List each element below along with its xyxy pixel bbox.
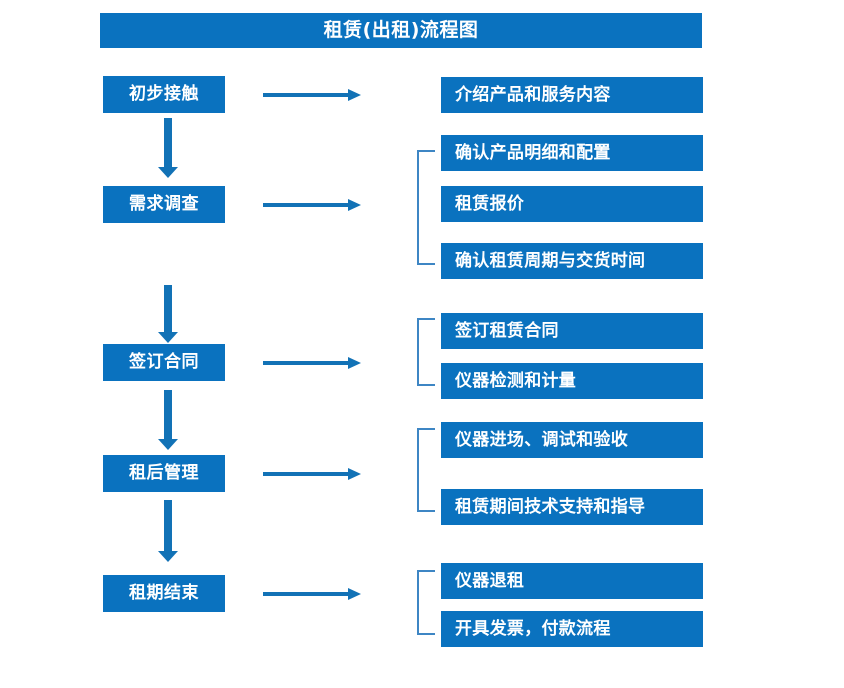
detail-box-5-1[interactable]: 仪器退租	[441, 563, 703, 599]
flow-arrow-right-2	[263, 198, 361, 212]
group-bracket-5	[417, 570, 435, 635]
stage-label-2: 需求调查	[129, 194, 199, 214]
arrow-shaft	[263, 93, 348, 97]
flow-arrow-right-1	[263, 88, 361, 102]
detail-box-3-2[interactable]: 仪器检测和计量	[441, 363, 703, 399]
detail-box-5-2[interactable]: 开具发票，付款流程	[441, 611, 703, 647]
stage-label-4: 租后管理	[129, 463, 199, 483]
flow-arrow-right-3	[263, 356, 361, 370]
detail-box-2-2[interactable]: 租赁报价	[441, 186, 703, 222]
arrow-head-icon	[158, 551, 178, 562]
arrow-head-icon	[348, 468, 361, 480]
stage-box-2[interactable]: 需求调查	[103, 186, 225, 223]
diagram-title-bar: 租赁(出租)流程图	[100, 13, 702, 48]
arrow-head-icon	[158, 167, 178, 178]
arrow-shaft	[164, 500, 172, 551]
detail-box-2-3[interactable]: 确认租赁周期与交货时间	[441, 243, 703, 279]
detail-label-2-3: 确认租赁周期与交货时间	[455, 250, 646, 271]
arrow-shaft	[164, 285, 172, 332]
detail-label-4-1: 仪器进场、调试和验收	[455, 429, 628, 450]
arrow-head-icon	[158, 332, 178, 343]
detail-box-4-1[interactable]: 仪器进场、调试和验收	[441, 422, 703, 458]
arrow-head-icon	[348, 89, 361, 101]
detail-label-3-1: 签订租赁合同	[455, 320, 559, 341]
stage-label-5: 租期结束	[129, 583, 199, 603]
arrow-shaft	[164, 390, 172, 439]
arrow-shaft	[263, 592, 348, 596]
flow-arrow-right-5	[263, 587, 361, 601]
arrow-shaft	[263, 472, 348, 476]
detail-label-2-2: 租赁报价	[455, 193, 525, 214]
detail-label-3-2: 仪器检测和计量	[455, 370, 577, 391]
group-bracket-3	[417, 318, 435, 386]
group-bracket-4	[417, 428, 435, 512]
detail-label-5-1: 仪器退租	[455, 570, 525, 591]
stage-box-3[interactable]: 签订合同	[103, 344, 225, 381]
flow-arrow-right-4	[263, 467, 361, 481]
detail-box-3-1[interactable]: 签订租赁合同	[441, 313, 703, 349]
detail-label-5-2: 开具发票，付款流程	[455, 618, 611, 639]
detail-label-4-2: 租赁期间技术支持和指导	[455, 496, 646, 517]
detail-label-1-1: 介绍产品和服务内容	[455, 84, 611, 105]
detail-box-4-2[interactable]: 租赁期间技术支持和指导	[441, 489, 703, 525]
detail-label-2-1: 确认产品明细和配置	[455, 142, 611, 163]
stage-box-4[interactable]: 租后管理	[103, 455, 225, 492]
stage-label-1: 初步接触	[129, 84, 199, 104]
arrow-head-icon	[348, 357, 361, 369]
group-bracket-2	[417, 150, 435, 265]
arrow-head-icon	[348, 588, 361, 600]
arrow-head-icon	[348, 199, 361, 211]
page-title: 租赁(出租)流程图	[323, 19, 479, 41]
stage-box-5[interactable]: 租期结束	[103, 575, 225, 612]
stage-label-3: 签订合同	[129, 352, 199, 372]
arrow-shaft	[164, 118, 172, 167]
arrow-shaft	[263, 203, 348, 207]
arrow-shaft	[263, 361, 348, 365]
detail-box-1-1[interactable]: 介绍产品和服务内容	[441, 77, 703, 113]
arrow-head-icon	[158, 439, 178, 450]
stage-box-1[interactable]: 初步接触	[103, 76, 225, 113]
detail-box-2-1[interactable]: 确认产品明细和配置	[441, 135, 703, 171]
